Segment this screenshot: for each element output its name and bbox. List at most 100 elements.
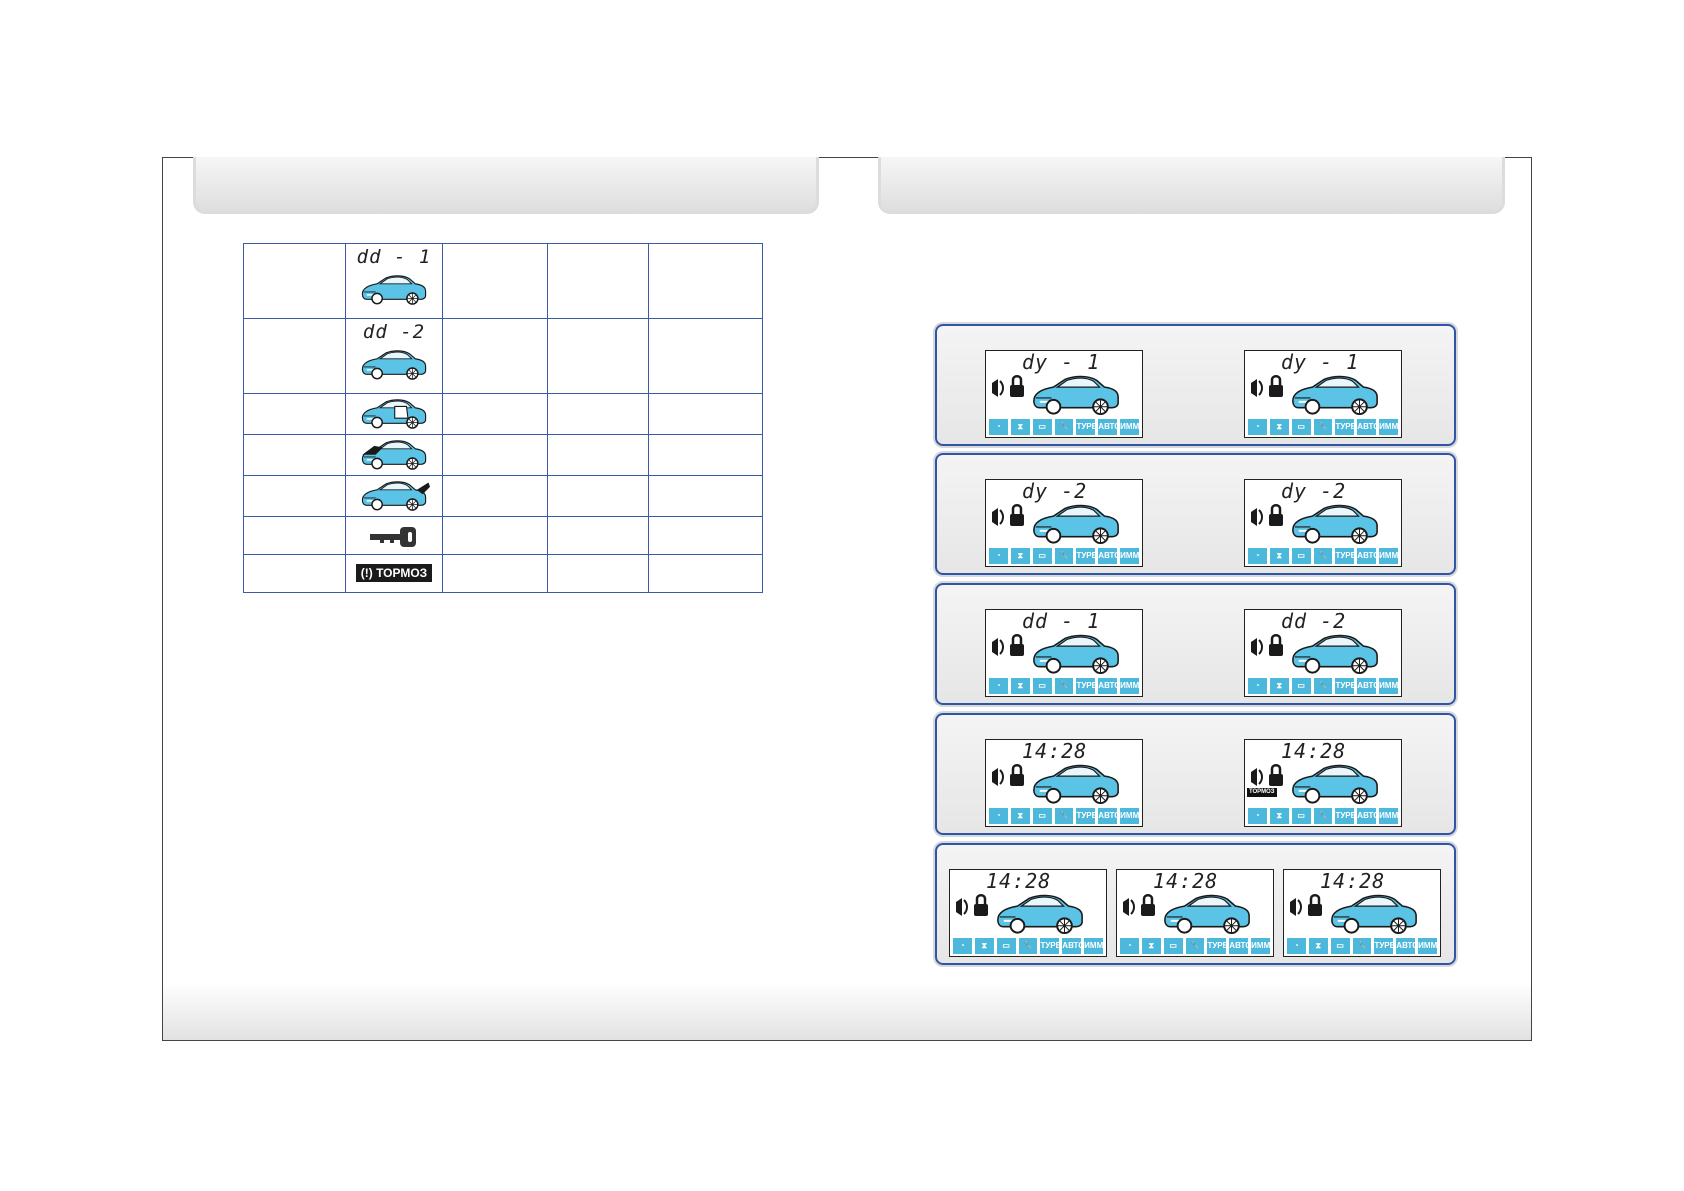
- lcd-status-tray: ◔⧗▭🔧ТУРБОАВТОИММО: [989, 419, 1140, 435]
- lcd-status-icon: АВТО: [1396, 938, 1416, 954]
- lcd-status-tray: ◔⧗▭🔧ТУРБОАВТОИММО: [953, 938, 1104, 954]
- lcd-status-icon: ⧗: [1010, 548, 1030, 564]
- lcd-status-icon: 🔧: [1313, 678, 1333, 694]
- table-row: [243, 434, 763, 476]
- table-row: [243, 475, 763, 517]
- lcd-status-icon: ▭: [1291, 678, 1311, 694]
- lcd-status-icon: АВТО: [1357, 678, 1377, 694]
- lcd-car-graphic: [1251, 634, 1379, 675]
- lcd-status-icon: ◔: [1248, 678, 1267, 694]
- lcd-car-graphic: [1251, 375, 1379, 416]
- right-page-header: [878, 157, 1505, 214]
- lcd-car-graphic: [992, 634, 1120, 675]
- lcd-status-icon: ▭: [1291, 548, 1311, 564]
- lcd-status-icon: ⧗: [1269, 678, 1289, 694]
- lcd-status-icon: ИММО: [1379, 678, 1399, 694]
- lcd-status-tray: ◔⧗▭🔧ТУРБОАВТОИММО: [1120, 938, 1271, 954]
- table-row: [243, 393, 763, 435]
- lcd-car-graphic: [1290, 894, 1418, 935]
- lcd-screen: dd - 1◔⧗▭🔧ТУРБОАВТОИММО: [985, 609, 1143, 697]
- lcd-status-tray: ◔⧗▭🔧ТУРБОАВТОИММО: [1248, 678, 1399, 694]
- lcd-status-icon: ИММО: [1251, 938, 1271, 954]
- siren-icon: [956, 898, 968, 916]
- lcd-status-icon: ◔: [1248, 808, 1267, 824]
- lcd-status-icon: 🔧: [1313, 808, 1333, 824]
- brake-indicator-icon: ТОРМОЗ: [1247, 788, 1277, 797]
- lcd-status-icon: ТУРБО: [1335, 678, 1355, 694]
- lock-icon: [1010, 375, 1024, 397]
- lcd-status-icon: ИММО: [1418, 938, 1438, 954]
- lcd-status-icon: ◔: [1287, 938, 1306, 954]
- lcd-status-icon: ⧗: [974, 938, 994, 954]
- lcd-status-icon: ТУРБО: [1076, 419, 1096, 435]
- display-panel-4: 14:28◔⧗▭🔧ТУРБОАВТОИММО 14:28ТОРМОЗ◔⧗▭🔧ТУ…: [935, 713, 1456, 835]
- lcd-status-tray: ◔⧗▭🔧ТУРБОАВТОИММО: [1248, 548, 1399, 564]
- lock-icon: [1269, 764, 1283, 786]
- lock-icon: [974, 894, 988, 916]
- lcd-status-icon: ТУРБО: [1076, 548, 1096, 564]
- lcd-status-icon: ИММО: [1379, 808, 1399, 824]
- lcd-screen: dy -2◔⧗▭🔧ТУРБОАВТОИММО: [1244, 479, 1402, 567]
- lcd-status-icon: ТУРБО: [1374, 938, 1394, 954]
- lcd-status-tray: ◔⧗▭🔧ТУРБОАВТОИММО: [989, 548, 1140, 564]
- car-trunk-open-icon: [361, 481, 430, 511]
- lcd-status-icon: АВТО: [1098, 808, 1118, 824]
- lcd-status-icon: ▭: [1032, 419, 1052, 435]
- lcd-car-graphic: [992, 764, 1120, 805]
- lcd-status-icon: АВТО: [1098, 678, 1118, 694]
- lcd-status-icon: ◔: [989, 678, 1008, 694]
- lcd-status-icon: ИММО: [1379, 548, 1399, 564]
- siren-icon: [1123, 898, 1135, 916]
- lock-icon: [1308, 894, 1322, 916]
- car-shock-sensor-2-icon: [361, 350, 427, 380]
- siren-icon: [1290, 898, 1302, 916]
- lcd-status-icon: 🔧: [1054, 808, 1074, 824]
- lcd-status-icon: АВТО: [1229, 938, 1249, 954]
- lcd-status-icon: ◔: [1248, 419, 1267, 435]
- lcd-screen: dy - 1◔⧗▭🔧ТУРБОАВТОИММО: [985, 350, 1143, 438]
- siren-icon: [992, 379, 1004, 397]
- brake-indicator-icon: (!) ТОРМОЗ: [355, 564, 433, 582]
- lcd-status-icon: ◔: [989, 419, 1008, 435]
- lcd-status-icon: ⧗: [1141, 938, 1161, 954]
- lcd-status-icon: ▭: [996, 938, 1016, 954]
- lcd-screen: dy - 1◔⧗▭🔧ТУРБОАВТОИММО: [1244, 350, 1402, 438]
- lcd-status-icon: АВТО: [1357, 808, 1377, 824]
- lcd-status-tray: ◔⧗▭🔧ТУРБОАВТОИММО: [1248, 808, 1399, 824]
- lcd-status-icon: ▭: [1291, 808, 1311, 824]
- ignition-key-icon: [370, 527, 416, 547]
- lcd-status-icon: 🔧: [1313, 548, 1333, 564]
- lcd-screen: dy -2◔⧗▭🔧ТУРБОАВТОИММО: [985, 479, 1143, 567]
- lcd-status-tray: ◔⧗▭🔧ТУРБОАВТОИММО: [1248, 419, 1399, 435]
- display-panel-3: dd - 1◔⧗▭🔧ТУРБОАВТОИММО dd -2◔⧗▭🔧ТУРБОАВ…: [935, 583, 1456, 705]
- indicator-table: dd - 1 dd -2: [243, 243, 763, 593]
- lcd-status-icon: 🔧: [1054, 678, 1074, 694]
- sensor-code: dd - 1: [356, 246, 432, 268]
- lcd-status-icon: АВТО: [1357, 548, 1377, 564]
- lcd-screen: 14:28◔⧗▭🔧ТУРБОАВТОИММО: [949, 869, 1107, 957]
- siren-icon: [992, 638, 1004, 656]
- lcd-status-tray: ◔⧗▭🔧ТУРБОАВТОИММО: [989, 808, 1140, 824]
- lcd-status-icon: ТУРБО: [1335, 419, 1355, 435]
- table-row: [243, 516, 763, 555]
- lcd-status-icon: ⧗: [1010, 678, 1030, 694]
- lcd-status-icon: ТУРБО: [1076, 808, 1096, 824]
- lcd-status-icon: ⧗: [1010, 808, 1030, 824]
- lcd-status-icon: ▭: [1291, 419, 1311, 435]
- lcd-status-icon: 🔧: [1054, 419, 1074, 435]
- lcd-status-icon: ТУРБО: [1335, 808, 1355, 824]
- left-page-header: [193, 157, 819, 214]
- lcd-status-icon: ИММО: [1120, 548, 1140, 564]
- lcd-status-icon: ИММО: [1379, 419, 1399, 435]
- lcd-status-icon: ⧗: [1269, 808, 1289, 824]
- lcd-status-icon: ⧗: [1308, 938, 1328, 954]
- display-panel-2: dy -2◔⧗▭🔧ТУРБОАВТОИММО dy -2◔⧗▭🔧ТУРБОАВТ…: [935, 453, 1456, 575]
- lcd-car-graphic: [992, 375, 1120, 416]
- lcd-status-icon: ИММО: [1084, 938, 1104, 954]
- siren-icon: [1251, 379, 1263, 397]
- lcd-screen: 14:28◔⧗▭🔧ТУРБОАВТОИММО: [1283, 869, 1441, 957]
- lcd-status-icon: ◔: [1248, 548, 1267, 564]
- table-row: dd -2: [243, 318, 763, 394]
- lock-icon: [1269, 504, 1283, 526]
